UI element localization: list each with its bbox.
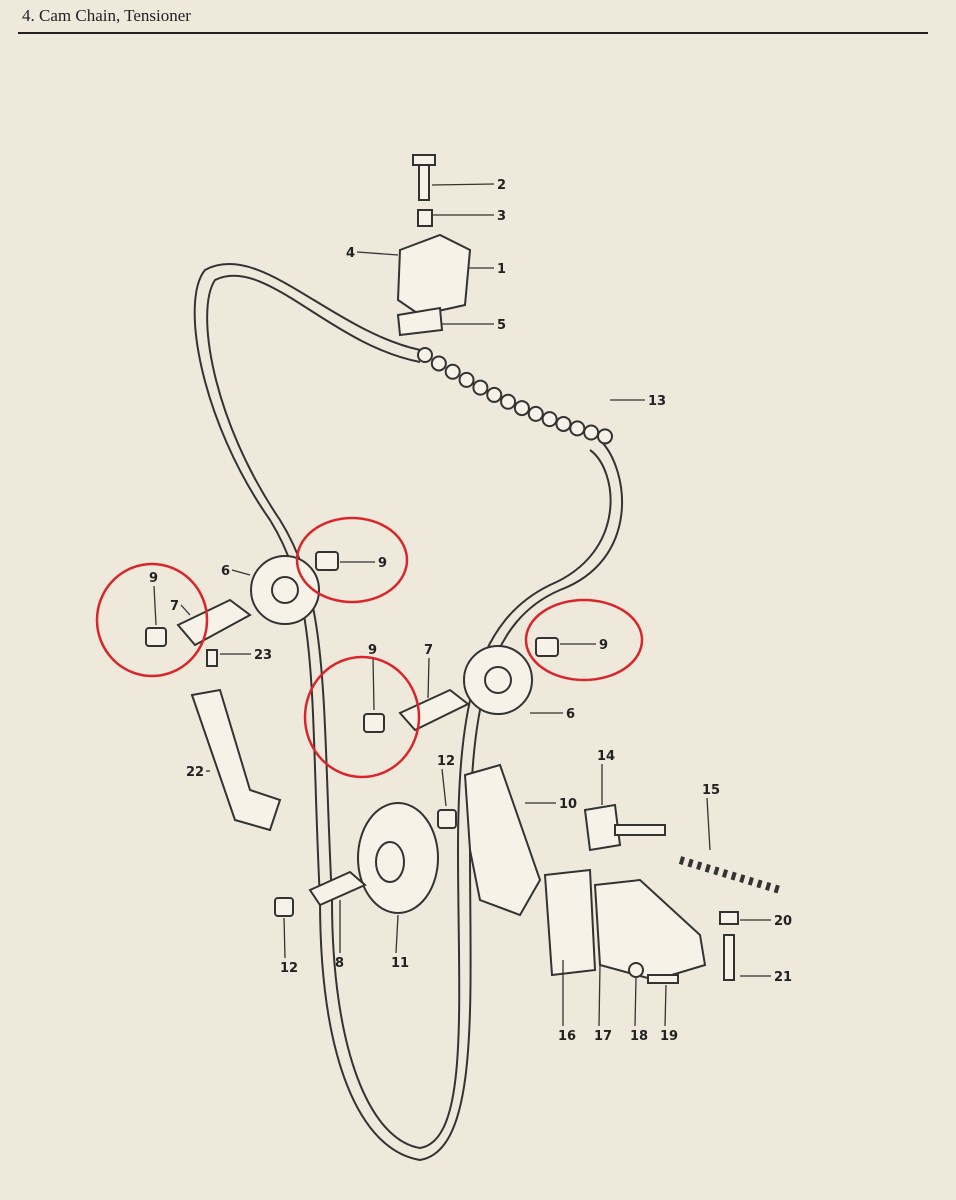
rubber-9	[535, 637, 559, 657]
part-label-21: 21	[774, 970, 792, 985]
leader-line	[427, 657, 430, 699]
part-label-14: 14	[597, 749, 615, 764]
chain-link	[417, 347, 433, 363]
chain-link	[430, 355, 447, 372]
part-label-16: 16	[558, 1029, 576, 1044]
part-label-19: 19	[660, 1029, 678, 1044]
bolt-19	[647, 974, 679, 984]
part-label-12: 12	[437, 754, 455, 769]
rubber-9	[363, 713, 385, 733]
pin-8	[308, 870, 367, 907]
leader-line	[431, 183, 495, 186]
leader-line	[180, 604, 191, 616]
leader-line	[634, 977, 637, 1027]
chain-link	[597, 428, 613, 445]
part-label-6: 6	[566, 707, 575, 722]
highlight-circles	[95, 516, 644, 779]
part-label-18: 18	[630, 1029, 648, 1044]
part-label-15: 15	[702, 783, 720, 798]
leader-line	[356, 251, 399, 256]
push-rod-14	[583, 803, 622, 852]
part-label-6: 6	[221, 564, 230, 579]
chain-links	[417, 347, 613, 445]
chain-link	[486, 386, 503, 403]
rubber-12	[274, 897, 294, 917]
part-label-9: 9	[378, 556, 387, 571]
page-title: 4. Cam Chain, Tensioner	[22, 6, 191, 25]
parts	[145, 154, 782, 984]
leader-line	[231, 569, 251, 576]
chain-link	[569, 420, 586, 437]
highlight-circle	[524, 598, 644, 682]
leader-line	[598, 964, 601, 1027]
part-label-11: 11	[391, 956, 409, 971]
rubber-9	[315, 551, 339, 571]
leader-line	[153, 585, 157, 626]
highlight-circle	[95, 562, 209, 678]
part-label-9: 9	[599, 638, 608, 653]
part-label-8: 8	[335, 956, 344, 971]
chain-link	[513, 400, 530, 417]
part-label-1: 1	[497, 262, 506, 277]
part-label-7: 7	[424, 643, 433, 658]
rubber-12	[437, 809, 457, 829]
chain-link	[444, 363, 461, 380]
bracket-22	[190, 688, 282, 832]
chain-link	[472, 379, 489, 396]
washer-18	[628, 962, 644, 978]
pin-7	[398, 688, 470, 732]
part-label-20: 20	[774, 914, 792, 929]
leader-line	[441, 768, 447, 807]
gasket-16	[543, 868, 597, 977]
chain-link	[500, 393, 517, 410]
leader-line	[664, 984, 667, 1027]
chain-link	[527, 405, 544, 422]
leader-line	[372, 657, 375, 711]
part-label-12: 12	[280, 961, 298, 976]
part-label-5: 5	[497, 318, 506, 333]
nut-20	[719, 911, 739, 925]
screw-23	[206, 649, 218, 667]
arm-10	[463, 763, 542, 917]
guide-holder-1	[396, 233, 472, 317]
cam-chain-loop	[193, 263, 623, 1162]
washer-3	[417, 209, 433, 227]
leader-line	[283, 917, 286, 959]
part-label-7: 7	[170, 599, 179, 614]
rubber-9	[145, 627, 167, 647]
part-label-13: 13	[648, 394, 666, 409]
part-label-2: 2	[497, 178, 506, 193]
chain-link	[458, 371, 475, 388]
part-label-4: 4	[346, 246, 355, 261]
part-label-9: 9	[149, 571, 158, 586]
leader-lines	[153, 183, 771, 1027]
spring-15	[678, 856, 782, 894]
leader-line	[395, 914, 399, 954]
part-label-17: 17	[594, 1029, 612, 1044]
housing-17	[593, 878, 707, 982]
part-label-9: 9	[368, 643, 377, 658]
leader-line	[706, 797, 711, 851]
part-label-10: 10	[559, 797, 577, 812]
title-rule	[18, 32, 928, 34]
part-label-22: 22	[186, 765, 204, 780]
highlight-circle	[295, 516, 409, 604]
bolt-21	[723, 934, 735, 981]
chain-link	[583, 424, 600, 441]
part-label-23: 23	[254, 648, 272, 663]
part-label-3: 3	[497, 209, 506, 224]
highlight-circle	[303, 655, 421, 779]
pin-7	[176, 598, 252, 647]
chain-link	[555, 415, 572, 432]
chain-link	[541, 411, 558, 428]
spacer-5	[396, 306, 444, 337]
